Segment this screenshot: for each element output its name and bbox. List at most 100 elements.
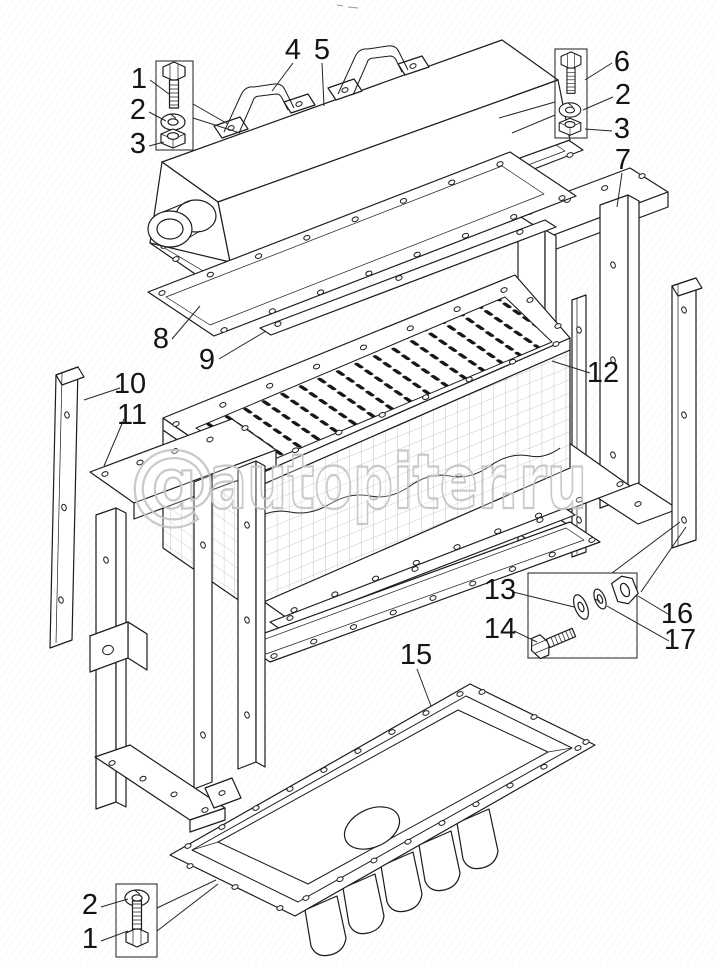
bolt-hole: [206, 436, 214, 443]
bolt-hole: [244, 616, 250, 624]
callout-4[interactable]: 4: [285, 34, 301, 66]
bolt-hole: [320, 767, 328, 773]
bolt-hole: [336, 876, 344, 883]
bolt-hole: [574, 745, 582, 751]
hex-bolt-icon: [162, 61, 186, 109]
bolt-hole: [200, 731, 206, 739]
callout-6[interactable]: 6: [614, 46, 630, 78]
callout-14[interactable]: 14: [484, 613, 516, 645]
bolt-hole: [582, 739, 590, 745]
bolt-hole: [411, 566, 419, 572]
callout-5[interactable]: 5: [314, 34, 330, 66]
bolt-hole: [254, 253, 263, 259]
bolt-hole: [378, 412, 386, 418]
bottom-pan: [169, 683, 596, 957]
callout-8[interactable]: 8: [153, 323, 169, 355]
callout-16[interactable]: 16: [661, 598, 693, 630]
bolt-hole: [461, 232, 470, 239]
strip-holes: [274, 229, 524, 327]
callout-17[interactable]: 17: [664, 624, 696, 656]
bolt-hole: [610, 451, 616, 459]
bolt-hole: [506, 782, 514, 789]
bolt-hole: [61, 503, 67, 512]
bolt-hole: [530, 714, 538, 720]
bolt-hole: [575, 496, 583, 503]
hex-nut-icon: [160, 128, 186, 149]
hex-bolt-icon: [125, 900, 149, 948]
leg-holes: [200, 541, 206, 739]
plate-holes: [172, 287, 508, 427]
bolt-hole: [108, 760, 116, 766]
callout-3-right[interactable]: 3: [614, 113, 630, 145]
bolt-hole: [395, 275, 403, 281]
callout-1-top[interactable]: 1: [131, 63, 147, 95]
callout-2-bottom[interactable]: 2: [82, 889, 98, 921]
bolt-hole: [172, 421, 180, 427]
bolt-hole: [291, 447, 300, 454]
bolt-hole: [241, 425, 249, 431]
bolt-hole: [588, 537, 596, 543]
leg-holes: [244, 521, 250, 719]
callout-11[interactable]: 11: [117, 399, 147, 431]
callout-9[interactable]: 9: [199, 344, 215, 376]
bolt-hole: [268, 308, 276, 314]
clamp-hole: [341, 87, 349, 93]
hardware-box-bottom-left: [115, 883, 158, 958]
bolt-hole: [244, 521, 250, 529]
bolt-hole: [359, 344, 368, 351]
bolt-hole: [526, 297, 534, 303]
bolt-hole: [399, 198, 408, 204]
bolt-hole: [64, 411, 70, 419]
bolt-hole: [266, 382, 274, 389]
foot-hole: [634, 501, 642, 507]
callout-2-top[interactable]: 2: [130, 94, 146, 126]
bolt-hole: [610, 261, 616, 269]
hex-nut-icon: [558, 117, 582, 136]
bolt-hole: [422, 394, 430, 400]
bolt-hole: [276, 905, 284, 911]
hardware-box-middle: [526, 572, 639, 662]
strip-holes: [681, 306, 687, 524]
watermark-at-icon: @: [129, 430, 217, 533]
bolt-hole: [409, 63, 417, 69]
bolt-hole: [370, 857, 378, 864]
callout-labels: 1 2 3 4 5 6 2 3 7 8 9 10 11 12 13 14 15 …: [82, 34, 696, 955]
callout-1-bottom[interactable]: 1: [82, 923, 98, 955]
gasket-holes: [220, 195, 566, 333]
bolt-hole: [201, 807, 209, 813]
bolt-hole: [601, 185, 609, 191]
bolt-hole: [500, 287, 508, 293]
pan-drain-hole: [343, 806, 401, 850]
hex-nut-icon: [611, 575, 639, 605]
hardware-box-top-left: [155, 60, 194, 151]
bolt-hole: [351, 216, 359, 223]
bolt-hole: [681, 411, 687, 419]
clamp-hole: [409, 63, 417, 69]
strip-top: [259, 219, 557, 336]
callout-3-top[interactable]: 3: [130, 128, 146, 160]
callout-13[interactable]: 13: [484, 574, 516, 606]
pan-holes: [186, 863, 284, 911]
bolt-hole: [576, 326, 582, 334]
bolt-hole: [171, 448, 179, 454]
callout-15[interactable]: 15: [400, 639, 432, 671]
flat-washer-icon: [573, 594, 589, 620]
callout-2-right[interactable]: 2: [615, 79, 631, 111]
page-artifact: [336, 4, 359, 9]
leg-holes: [610, 261, 616, 459]
bolt-hole: [508, 358, 517, 365]
callout-7[interactable]: 7: [615, 144, 631, 176]
callout-10[interactable]: 10: [114, 368, 146, 400]
corner-strip-right: [671, 277, 703, 549]
bolt-hole: [310, 638, 318, 645]
bolt-hole: [429, 595, 437, 601]
bolt-hole: [302, 895, 310, 901]
clamp-hole: [295, 101, 303, 107]
bolt-hole: [389, 609, 397, 616]
bolt-hole: [365, 270, 373, 277]
callout-12[interactable]: 12: [587, 357, 619, 389]
gasket-top: [147, 151, 577, 337]
leader-lines: [83, 62, 687, 942]
bolt-hole: [406, 325, 414, 332]
